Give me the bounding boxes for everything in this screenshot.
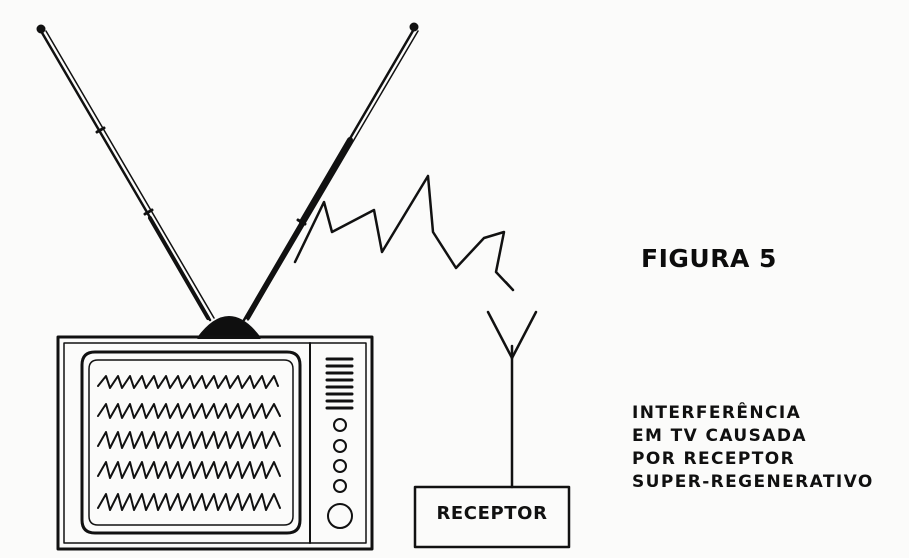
interference-lines — [97, 375, 281, 511]
tv-set — [56, 335, 374, 551]
tv-cabinet — [56, 335, 374, 551]
tv-knob-1 — [333, 418, 347, 432]
receiver-label: RECEPTOR — [436, 503, 548, 524]
tv-screen — [80, 350, 302, 535]
caption-line: EM TV CAUSADA — [632, 426, 807, 446]
tv-knob-4 — [333, 479, 347, 493]
caption-line: INTERFERÊNCIA — [632, 403, 802, 423]
left-antenna — [36, 24, 215, 322]
tv-knob-2 — [333, 439, 347, 453]
right-antenna — [242, 22, 419, 322]
caption-line: POR RECEPTOR — [632, 449, 796, 469]
caption-line: SUPER-REGENERATIVO — [632, 472, 874, 492]
figure-title: FIGURA 5 — [641, 244, 777, 273]
receiver-antenna — [486, 310, 538, 489]
receiver-box — [413, 485, 571, 549]
tv-knob-3 — [333, 459, 347, 473]
interference-zigzag — [293, 174, 515, 292]
tv-power-knob — [327, 503, 353, 529]
figure-caption: INTERFERÊNCIA EM TV CAUSADA POR RECEPTOR… — [632, 402, 874, 494]
tv-speaker-grille — [325, 357, 354, 410]
antenna-base — [197, 316, 261, 339]
